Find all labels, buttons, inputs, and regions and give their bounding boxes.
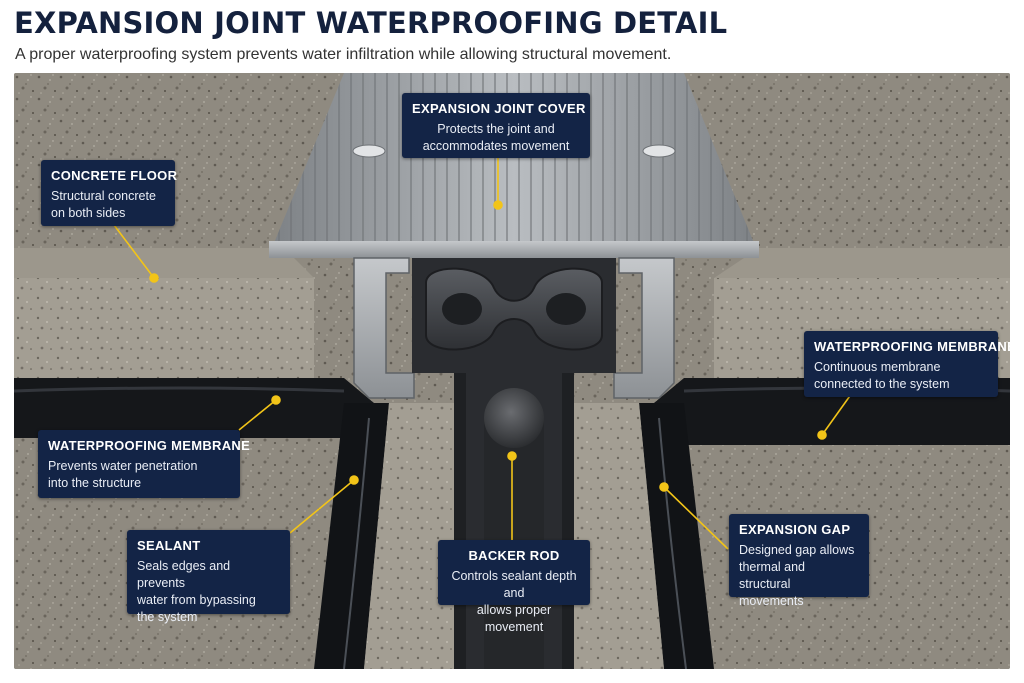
callout-waterproofing-membrane-right: WATERPROOFING MEMBRANE Continuous membra… — [804, 331, 1017, 397]
callout-title: BACKER ROD — [468, 548, 560, 563]
callout-body: Designed gap allows thermal and structur… — [739, 543, 855, 608]
callout-body: Controls sealant depth and allows proper… — [451, 569, 577, 634]
callout-title: EXPANSION JOINT COVER — [412, 101, 586, 116]
callout-body: Prevents water penetration into the stru… — [48, 459, 198, 490]
callout-backer-rod: BACKER ROD Controls sealant depth and al… — [438, 540, 590, 634]
callout-waterproofing-membrane-left: WATERPROOFING MEMBRANE Prevents water pe… — [38, 430, 251, 498]
callout-title: EXPANSION GAP — [739, 522, 851, 537]
callout-body: Protects the joint and accommodates move… — [422, 122, 570, 153]
callout-sealant: SEALANT Seals edges and prevents water f… — [127, 530, 290, 624]
callout-body: Seals edges and prevents water from bypa… — [137, 559, 256, 624]
callout-title: CONCRETE FLOOR — [51, 168, 178, 183]
page-title: EXPANSION JOINT WATERPROOFING DETAIL — [14, 6, 728, 40]
callout-title: WATERPROOFING MEMBRANE — [48, 438, 251, 453]
page-subtitle: A proper waterproofing system prevents w… — [15, 46, 672, 63]
callout-expansion-joint-cover: EXPANSION JOINT COVER Protects the joint… — [402, 93, 590, 158]
callout-expansion-gap: EXPANSION GAP Designed gap allows therma… — [729, 514, 869, 608]
callout-body: Continuous membrane connected to the sys… — [814, 360, 950, 391]
callout-title: WATERPROOFING MEMBRANE — [814, 339, 1017, 354]
callout-body: Structural concrete on both sides — [51, 189, 156, 220]
callout-concrete-floor: CONCRETE FLOOR Structural concrete on bo… — [41, 160, 178, 226]
callout-title: SEALANT — [137, 538, 201, 553]
